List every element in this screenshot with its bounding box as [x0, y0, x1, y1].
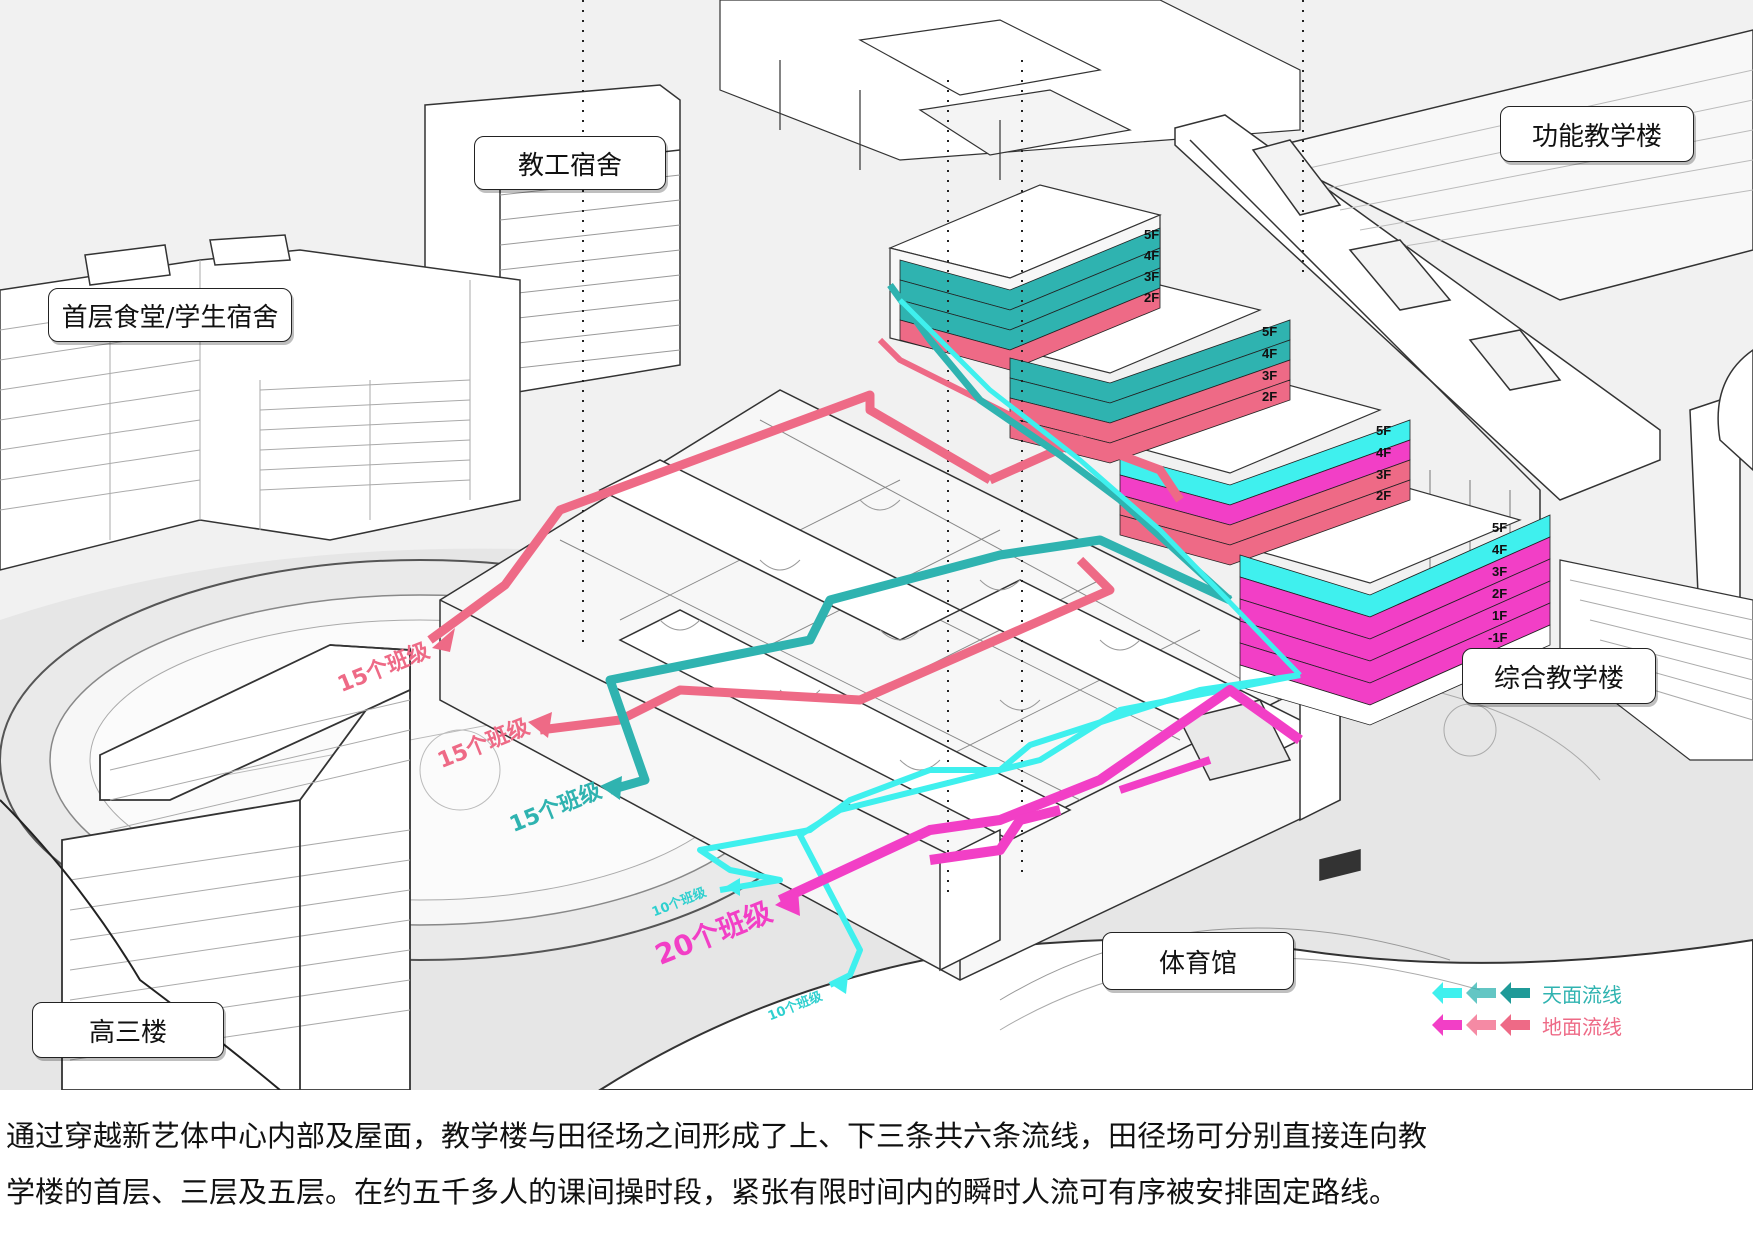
floor-label: 3F — [1144, 269, 1160, 284]
staff-dorm-label: 教工宿舍 — [474, 136, 666, 190]
caption-line-1: 通过穿越新艺体中心内部及屋面，教学楼与田径场之间形成了上、下三条共六条流线，田径… — [6, 1119, 1428, 1153]
floor-label: 5F — [1376, 423, 1392, 438]
floor-label: 2F — [1492, 586, 1508, 601]
floor-label: -1F — [1488, 630, 1508, 645]
floor-label: 4F — [1376, 445, 1392, 460]
cyan-flow-upper — [697, 672, 1301, 893]
floor-label: 3F — [1376, 467, 1392, 482]
floor-label: 5F — [1262, 324, 1278, 339]
gymnasium-label-text: 体育馆 — [1158, 948, 1237, 979]
axonometric-campus-diagram — [0, 0, 1753, 1090]
caption-line-2: 学楼的首层、三层及五层。在约五千多人的课间操时段，紧张有限时间内的瞬时人流可有序… — [6, 1175, 1399, 1209]
legend-row-ground: 地面流线 — [1432, 1010, 1622, 1040]
comprehensive-building-label-text: 综合教学楼 — [1493, 663, 1624, 694]
teal-flow — [605, 535, 1232, 795]
floor-label: 4F — [1262, 346, 1278, 361]
canteen-dorm-label-text: 首层食堂/学生宿舍 — [61, 302, 279, 333]
floor-bands-group-3 — [1119, 419, 1411, 566]
flow-lines — [427, 282, 1303, 988]
gymnasium-label: 体育馆 — [1102, 932, 1294, 990]
legend-sky-label: 天面流线 — [1542, 982, 1622, 1007]
function-building-label-text: 功能教学楼 — [1531, 121, 1662, 152]
floor-label: 5F — [1144, 227, 1160, 242]
floor-bands-group-4 — [1239, 514, 1551, 726]
caption: 通过穿越新艺体中心内部及屋面，教学楼与田径场之间形成了上、下三条共六条流线，田径… — [6, 1108, 1746, 1220]
comprehensive-building-label: 综合教学楼 — [1462, 648, 1656, 704]
pink-flow-mid — [539, 556, 1115, 735]
floor-label: 4F — [1144, 248, 1160, 263]
top-background-buildings — [719, 0, 1301, 180]
floor-label: 4F — [1492, 542, 1508, 557]
sky-arrows-icon — [1432, 982, 1532, 1004]
ground-arrows-icon — [1432, 1014, 1532, 1036]
canteen-dorm-label: 首层食堂/学生宿舍 — [48, 288, 292, 342]
flow-legend: 天面流线 地面流线 — [1432, 978, 1752, 1048]
floor-label: 3F — [1262, 368, 1278, 383]
floor-label: 3F — [1492, 564, 1508, 579]
floor-label: 5F — [1492, 520, 1508, 535]
senior-three-label-text: 高三楼 — [88, 1017, 167, 1048]
legend-ground-label: 地面流线 — [1542, 1014, 1622, 1039]
cyan-flow-lower — [797, 672, 1301, 988]
magenta-flow — [777, 685, 1303, 905]
floor-label: 2F — [1144, 290, 1160, 305]
floor-label: 2F — [1376, 488, 1392, 503]
staff-dorm-label-text: 教工宿舍 — [517, 150, 622, 181]
floor-label: 1F — [1492, 608, 1508, 623]
flow-arrows — [432, 628, 848, 994]
pink-flow-upper — [427, 390, 993, 644]
legend-row-sky: 天面流线 — [1432, 978, 1622, 1008]
senior-three-label: 高三楼 — [32, 1002, 224, 1058]
function-building-label: 功能教学楼 — [1500, 106, 1694, 162]
floor-label: 2F — [1262, 389, 1278, 404]
